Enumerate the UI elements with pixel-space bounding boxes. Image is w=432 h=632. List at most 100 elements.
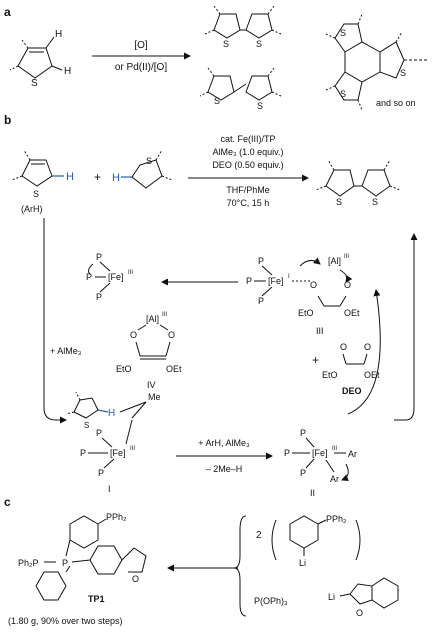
svg-text:– 2Me–H: – 2Me–H	[206, 464, 243, 474]
svg-text:S: S	[146, 156, 152, 166]
svg-text:EtO: EtO	[116, 364, 132, 374]
arh-label: (ArH)	[21, 204, 43, 214]
phosphite: P(OPh)₃	[254, 596, 288, 606]
svg-text:P: P	[62, 558, 68, 568]
svg-text:H: H	[66, 171, 74, 183]
svg-text:III: III	[130, 446, 135, 452]
svg-text:P: P	[96, 252, 102, 262]
svg-text:EtO: EtO	[322, 370, 338, 380]
svg-text:O: O	[356, 608, 363, 618]
svg-text:S: S	[256, 39, 262, 49]
svg-text:H: H	[112, 172, 120, 184]
svg-text:+: +	[312, 353, 319, 367]
svg-text:PPh₂: PPh₂	[326, 514, 347, 524]
svg-text:S: S	[400, 68, 406, 78]
svg-text:Ar: Ar	[330, 474, 339, 484]
svg-text:OEt: OEt	[166, 364, 182, 374]
deo-reagent: + O O EtO OEt DEO	[312, 342, 380, 396]
fe-i-complex-iii: P P P [Fe] I [Al] III O O EtO OEt III	[246, 254, 360, 336]
svg-text:Ar: Ar	[348, 449, 357, 459]
svg-text:Ph₂P: Ph₂P	[18, 558, 39, 568]
svg-text:P: P	[258, 256, 264, 266]
condition-a-2: or Pd(II)/[O]	[115, 62, 167, 73]
tp1-yield: (1.80 g, 90% over two steps)	[8, 616, 123, 626]
svg-text:O: O	[130, 330, 137, 340]
fe-iii-complex-ii: P P P [Fe] III Ar Ar II	[284, 428, 357, 498]
tp1-ligand: PPh₂ P Ph₂P O TP1	[18, 512, 147, 604]
panel-label-b: b	[4, 113, 11, 127]
svg-text:O: O	[344, 280, 351, 290]
svg-text:S: S	[340, 89, 346, 99]
svg-text:EtO: EtO	[298, 308, 314, 318]
fe-iii-complex-top: P P P [Fe] III	[86, 252, 133, 302]
svg-text:P: P	[96, 428, 102, 438]
svg-text:S: S	[257, 101, 263, 111]
bithiophene-product-1: S S	[204, 5, 282, 49]
svg-text:S: S	[33, 189, 39, 199]
thiophene-second: H S	[112, 149, 173, 189]
svg-text:[Al]: [Al]	[146, 314, 159, 324]
svg-text:Li: Li	[299, 558, 306, 568]
and-so-on: and so on	[376, 98, 416, 108]
svg-text:P: P	[80, 448, 86, 458]
svg-text:III: III	[332, 446, 337, 452]
svg-text:IV: IV	[147, 380, 156, 390]
svg-text:[Fe]: [Fe]	[312, 448, 328, 458]
svg-text:+ AlMe₃: + AlMe₃	[50, 346, 82, 356]
svg-text:OEt: OEt	[344, 308, 360, 318]
svg-text:Li: Li	[328, 592, 335, 602]
panel-label-c: c	[4, 495, 11, 509]
al-enolate-iv: [Al] III O O EtO OEt IV	[116, 312, 182, 390]
svg-text:S: S	[223, 39, 229, 49]
arrow-right-up	[394, 233, 418, 421]
svg-text:O: O	[168, 330, 175, 340]
svg-text:O: O	[310, 280, 317, 290]
svg-text:Me: Me	[148, 392, 161, 402]
svg-text:III: III	[344, 254, 349, 260]
svg-text:S: S	[84, 421, 89, 430]
svg-text:P: P	[98, 468, 104, 478]
svg-text:O: O	[364, 342, 371, 352]
svg-text:O: O	[132, 574, 139, 584]
arrow-ii-to-iii	[347, 289, 381, 415]
fused-oligothiophene: S S S	[325, 13, 428, 111]
svg-text:S: S	[372, 197, 378, 207]
svg-text:P: P	[300, 468, 306, 478]
svg-text:70°C, 15 h: 70°C, 15 h	[227, 198, 270, 208]
svg-text:I: I	[288, 274, 290, 280]
svg-text:H: H	[64, 66, 71, 77]
svg-text:PPh₂: PPh₂	[106, 512, 127, 522]
svg-text:P: P	[96, 292, 102, 302]
svg-text:III: III	[128, 270, 133, 276]
svg-text:III: III	[316, 326, 324, 336]
svg-text:AlMe₃ (1.0 equiv.): AlMe₃ (1.0 equiv.)	[212, 147, 283, 157]
svg-text:H: H	[108, 408, 115, 419]
svg-text:+: +	[94, 170, 101, 184]
svg-text:cat. Fe(III)/TP: cat. Fe(III)/TP	[220, 134, 275, 144]
svg-text:THF/PhMe: THF/PhMe	[226, 185, 270, 195]
svg-text:III: III	[162, 312, 167, 318]
svg-text:P: P	[258, 296, 264, 306]
svg-text:S: S	[336, 197, 342, 207]
bithiophene-product-2: S S	[199, 67, 282, 111]
aryllithium-reagent: 2 PPh₂ Li	[256, 514, 361, 568]
svg-text:[Al]: [Al]	[328, 256, 341, 266]
lithiobenzofuran: Li O	[328, 577, 399, 618]
bithiophene-b-product: S S	[315, 159, 401, 207]
svg-text:OEt: OEt	[364, 370, 380, 380]
panel-label-a: a	[4, 5, 11, 19]
svg-text:TP1: TP1	[88, 594, 105, 604]
thiophene-arh: H S (ArH)	[11, 149, 74, 214]
brace	[233, 515, 247, 617]
svg-text:P: P	[86, 272, 92, 282]
svg-text:DEO (0.50 equiv.): DEO (0.50 equiv.)	[212, 160, 283, 170]
svg-text:P: P	[246, 276, 252, 286]
svg-text:P: P	[300, 428, 306, 438]
svg-text:[Fe]: [Fe]	[268, 276, 284, 286]
svg-text:[Fe]: [Fe]	[108, 272, 124, 282]
condition-a-1: [O]	[134, 40, 148, 51]
svg-text:DEO: DEO	[342, 386, 362, 396]
svg-text:P: P	[284, 448, 290, 458]
svg-text:S: S	[31, 78, 38, 89]
